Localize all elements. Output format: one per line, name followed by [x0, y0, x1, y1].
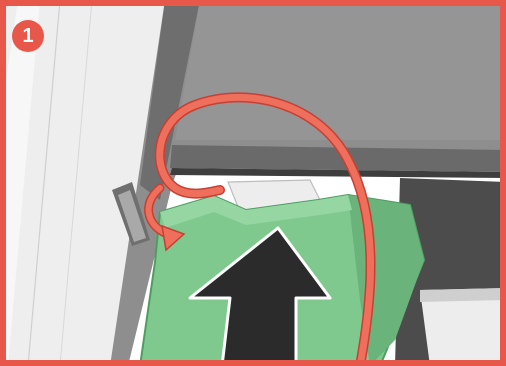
connector-block-top	[420, 288, 506, 302]
compartment-ceiling	[175, 0, 506, 140]
step-number: 1	[22, 26, 33, 46]
step-badge: 1	[12, 20, 44, 52]
